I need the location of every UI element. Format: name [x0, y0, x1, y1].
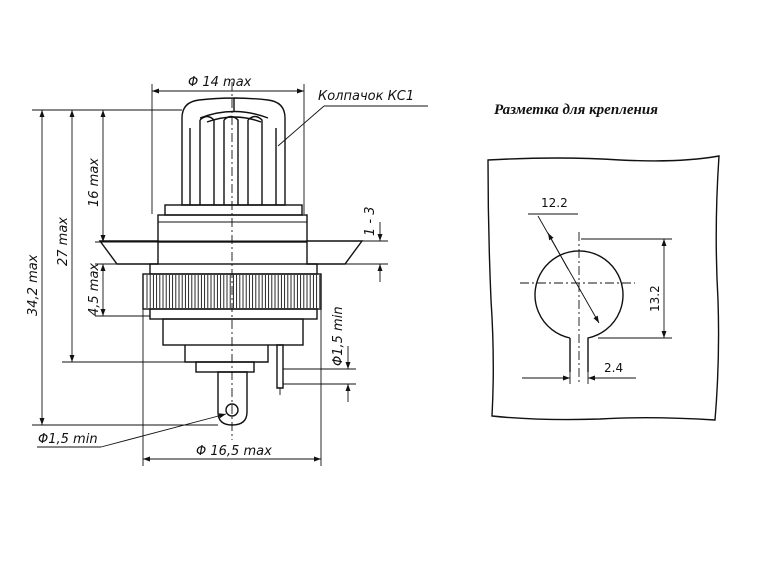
dim-top-width: Φ 14 max	[188, 75, 252, 90]
keyhole-cutout	[534, 250, 624, 372]
dim-gap: 1 - 3	[363, 207, 378, 237]
panel-outline	[487, 155, 720, 421]
dim-diameter: 12.2	[541, 196, 568, 210]
contact-lug	[217, 371, 248, 426]
dim-total-height: 34,2 max	[26, 254, 41, 316]
dim-pin-hole-left: Φ1,5 min	[38, 432, 98, 447]
pin-hole	[225, 403, 239, 417]
dim-nut-height: 4,5 max	[87, 263, 102, 316]
marking-title: Разметка для крепления	[494, 102, 658, 118]
body-lower	[162, 318, 304, 346]
dim-slot-width: 2.4	[604, 361, 623, 375]
lamp-holder-elevation: Φ 14 max Колпачок КС1 34,2 max 27 max 16…	[26, 75, 428, 466]
dim-height: 13.2	[648, 285, 662, 312]
dim-cap-height: 16 max	[87, 158, 102, 207]
dim-bottom-width: Φ 16,5 max	[196, 444, 272, 459]
mounting-panel	[98, 240, 364, 265]
cap-kc1	[181, 97, 286, 206]
flange	[157, 214, 308, 243]
dim-pin-hole-right: Φ1,5 min	[331, 306, 346, 366]
collar	[164, 204, 303, 216]
mounting-cutout-marking: Разметка для крепления 12.2 13.2 2.4	[487, 102, 720, 421]
side-pin	[276, 344, 284, 389]
cap-label: Колпачок КС1	[318, 89, 414, 104]
dim-mid-height: 27 max	[56, 217, 71, 266]
